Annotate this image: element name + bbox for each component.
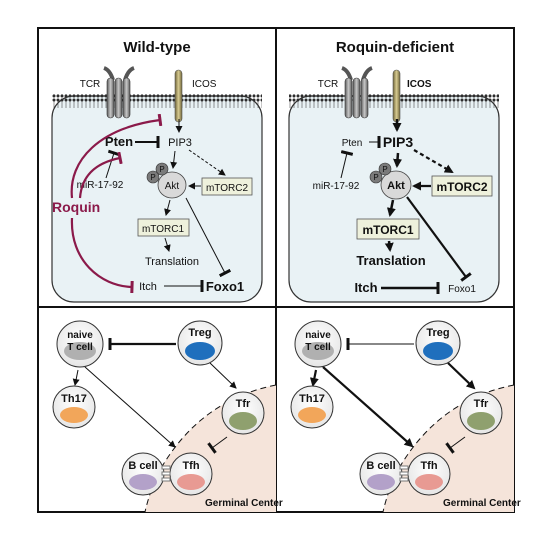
wildtype-signaling-panel: Wild-type TCR ICOS Pten PIP3 Akt P P mTO…: [51, 39, 263, 303]
deficient-mir: miR-17-92: [313, 181, 360, 192]
wildtype-naive-nucleus: [64, 342, 96, 360]
wildtype-treg-label: Treg: [188, 327, 211, 339]
wildtype-differentiation-panel: Germinal Center naive T cell Treg Th17 T…: [52, 320, 283, 513]
deficient-tcr-receptor: [341, 66, 373, 119]
deficient-treg-label: Treg: [426, 327, 449, 339]
deficient-phospho-2: [378, 162, 392, 176]
deficient-akt-label: Akt: [387, 180, 405, 192]
wildtype-phospho-1: [146, 170, 160, 184]
deficient-tfh-nucleus: [415, 474, 443, 490]
deficient-mtorc1: mTORC1: [362, 223, 413, 237]
wildtype-bcell-label: B cell: [128, 460, 157, 472]
wildtype-translation: Translation: [145, 256, 199, 268]
wildtype-tcr-receptor: [103, 66, 135, 119]
deficient-icos-label: ICOS: [407, 79, 432, 90]
deficient-tfh-label: Tfh: [420, 460, 437, 472]
wildtype-icos-label: ICOS: [192, 79, 217, 90]
wildtype-icos-receptor: [174, 69, 183, 123]
deficient-bcell-nucleus: [367, 474, 395, 490]
wildtype-title: Wild-type: [123, 39, 190, 56]
wildtype-edges: [105, 119, 232, 292]
deficient-pip3: PIP3: [383, 134, 414, 150]
wildtype-gc-label: Germinal Center: [205, 498, 283, 509]
deficient-synapse-icon: [399, 465, 409, 482]
wildtype-treg-nucleus: [185, 342, 215, 360]
deficient-signaling-panel: Roquin-deficient TCR ICOS Pten PIP3 Akt …: [288, 39, 500, 303]
deficient-th17-label: Th17: [299, 393, 325, 405]
deficient-tfr-nucleus: [467, 412, 495, 430]
deficient-mtorc1-box: [356, 218, 420, 240]
deficient-itch: Itch: [354, 280, 377, 295]
wildtype-akt-node: [157, 171, 187, 199]
deficient-edges: [340, 119, 472, 294]
deficient-akt-node: [380, 170, 412, 200]
deficient-germinal-center-border: [382, 384, 515, 513]
deficient-icos-receptor: [392, 69, 401, 123]
deficient-pten: Pten: [342, 138, 363, 149]
wildtype-akt-label: Akt: [165, 181, 180, 192]
deficient-naive-label-2: T cell: [305, 342, 331, 353]
deficient-th17-nucleus: [298, 407, 326, 423]
deficient-foxo1: Foxo1: [448, 284, 476, 295]
wildtype-phospho-2: [155, 162, 169, 176]
deficient-differentiation-panel: Germinal Center naive T cell Treg Th17 T…: [290, 320, 521, 513]
wildtype-mtorc2-box: [201, 177, 253, 196]
deficient-mtorc2: mTORC2: [436, 180, 487, 194]
wildtype-membrane: [52, 94, 262, 108]
wildtype-pten: Pten: [105, 134, 133, 149]
wildtype-pip3: PIP3: [168, 137, 192, 149]
deficient-title: Roquin-deficient: [336, 39, 454, 56]
wildtype-tfr-nucleus: [229, 412, 257, 430]
deficient-tcr-label: TCR: [318, 79, 339, 90]
wildtype-naive-label-1: naive: [67, 330, 93, 341]
wildtype-naive-label-2: T cell: [67, 342, 93, 353]
wildtype-mir: miR-17-92: [77, 180, 124, 191]
wildtype-germinal-center-border: [144, 384, 277, 513]
deficient-mtorc2-box: [431, 175, 493, 197]
wildtype-cell-edges: [72, 338, 237, 454]
deficient-cell-edges: [309, 338, 476, 454]
wildtype-tfh-label: Tfh: [182, 460, 199, 472]
wildtype-mtorc1: mTORC1: [142, 224, 184, 235]
wildtype-itch: Itch: [139, 281, 157, 293]
deficient-treg-nucleus: [423, 342, 453, 360]
wildtype-phospho-2-label: P: [159, 165, 164, 174]
deficient-naive-nucleus: [302, 342, 334, 360]
deficient-tfr-label: Tfr: [474, 398, 489, 410]
deficient-phospho-1: [369, 170, 383, 184]
wildtype-roquin-edges: [70, 113, 163, 294]
wildtype-th17-nucleus: [60, 407, 88, 423]
wildtype-tcr-label: TCR: [80, 79, 101, 90]
deficient-phospho-2-label: P: [382, 165, 387, 174]
deficient-bcell-label: B cell: [366, 460, 395, 472]
wildtype-tfr-label: Tfr: [236, 398, 251, 410]
deficient-gc-label: Germinal Center: [443, 498, 521, 509]
wildtype-phospho-1-label: P: [150, 173, 155, 182]
wildtype-mtorc1-box: [137, 218, 190, 237]
wildtype-bcell-nucleus: [129, 474, 157, 490]
wildtype-mtorc2: mTORC2: [206, 183, 248, 194]
wildtype-synapse-icon: [161, 465, 171, 482]
wildtype-roquin: Roquin: [52, 199, 100, 215]
deficient-naive-label-1: naive: [305, 330, 331, 341]
deficient-phospho-1-label: P: [373, 173, 378, 182]
wildtype-foxo1: Foxo1: [206, 279, 244, 294]
wildtype-th17-label: Th17: [61, 393, 87, 405]
deficient-translation: Translation: [356, 253, 425, 268]
wildtype-tfh-nucleus: [177, 474, 205, 490]
